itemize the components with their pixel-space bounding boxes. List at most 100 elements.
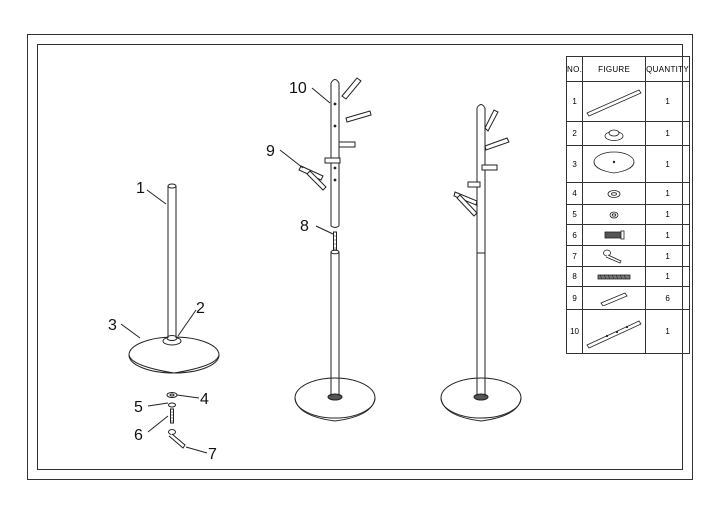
row-no: 7 xyxy=(565,245,584,267)
hook-part9 xyxy=(324,157,341,164)
pole-hole xyxy=(333,166,337,170)
row-no: 4 xyxy=(565,182,584,205)
row-no: 8 xyxy=(565,266,584,287)
table-row: 2 1 xyxy=(565,121,690,146)
key-part7-handle xyxy=(168,433,186,449)
step3-hook xyxy=(484,109,499,132)
table-row: 3 1 xyxy=(565,145,690,183)
row-qty: 1 xyxy=(645,145,690,183)
callout-6: 6 xyxy=(134,427,143,444)
figure-nut xyxy=(609,211,619,218)
header-quantity: QUANTITY xyxy=(645,56,690,82)
leader-5 xyxy=(147,402,169,407)
base-disc-edge xyxy=(128,354,220,374)
row-qty: 1 xyxy=(645,224,690,246)
row-qty: 1 xyxy=(645,309,690,354)
hook-part9 xyxy=(341,77,362,100)
callout-1: 1 xyxy=(136,180,145,197)
leader-9 xyxy=(279,149,304,169)
figure-upper-pole xyxy=(586,319,642,349)
parts-table-header: NO. FIGURE QUANTITY xyxy=(565,56,690,82)
bolt-thread xyxy=(170,411,174,422)
pole-hole xyxy=(333,178,337,182)
parts-table: NO. FIGURE QUANTITY 1 1 2 1 3 xyxy=(565,56,690,354)
pole-hole xyxy=(333,102,337,106)
figure-key xyxy=(603,249,622,264)
row-no: 9 xyxy=(565,286,584,310)
callout-10: 10 xyxy=(289,80,307,97)
step3-finished-coat-rack xyxy=(440,104,522,422)
hook-part9 xyxy=(345,110,372,123)
step3-hook xyxy=(481,164,498,171)
upper-pole-top xyxy=(330,79,340,84)
row-qty: 1 xyxy=(645,204,690,225)
leader-6 xyxy=(147,415,169,433)
outer-frame xyxy=(27,34,693,480)
figure-bolt xyxy=(604,230,625,240)
row-no: 2 xyxy=(565,121,584,146)
row-figure xyxy=(582,182,647,205)
row-no: 10 xyxy=(565,309,584,354)
leader-4 xyxy=(176,394,200,399)
callout-3: 3 xyxy=(108,317,117,334)
step3-hook xyxy=(456,194,478,217)
table-row: 7 1 xyxy=(565,245,690,267)
row-figure xyxy=(582,266,647,287)
row-figure xyxy=(582,224,647,246)
connector-thread xyxy=(333,235,337,249)
washer-part4 xyxy=(166,392,178,398)
row-figure xyxy=(582,245,647,267)
row-no: 1 xyxy=(565,81,584,122)
row-qty: 1 xyxy=(645,81,690,122)
leader-7 xyxy=(185,446,208,454)
callout-9: 9 xyxy=(266,143,275,160)
row-figure xyxy=(582,145,647,183)
nut-part5 xyxy=(168,402,176,408)
figure-base-disc xyxy=(593,151,635,174)
step2-base-edge xyxy=(294,397,376,422)
leader-2 xyxy=(177,309,197,337)
callout-8: 8 xyxy=(300,218,309,235)
table-row: 1 1 xyxy=(565,81,690,122)
leader-10 xyxy=(311,87,331,104)
figure-connector-screw xyxy=(597,274,631,279)
pole-hole xyxy=(333,124,337,128)
callout-2: 2 xyxy=(196,300,205,317)
key-part7-ring xyxy=(168,429,176,435)
row-figure xyxy=(582,286,647,310)
table-row: 5 1 xyxy=(565,204,690,225)
row-no: 3 xyxy=(565,145,584,183)
leader-3 xyxy=(120,323,141,339)
row-figure xyxy=(582,81,647,122)
upper-pole-bottom xyxy=(330,225,340,228)
figure-hook xyxy=(600,292,628,306)
step2-hub xyxy=(327,393,343,401)
row-figure xyxy=(582,204,647,225)
step3-pole-top xyxy=(476,104,486,109)
table-row: 8 1 xyxy=(565,266,690,287)
table-row: 6 1 xyxy=(565,224,690,246)
header-no: NO. xyxy=(565,56,584,82)
row-no: 6 xyxy=(565,224,584,246)
step2-lower-pole-top xyxy=(330,249,340,255)
table-row: 9 6 xyxy=(565,286,690,310)
row-figure xyxy=(582,309,647,354)
figure-pole xyxy=(586,88,642,117)
washer-hole xyxy=(169,393,175,397)
row-qty: 1 xyxy=(645,121,690,146)
hook-part9 xyxy=(338,141,356,148)
callout-5: 5 xyxy=(134,399,143,416)
step2-upper-pole-assembly xyxy=(279,77,376,422)
hub-top xyxy=(166,335,178,341)
callout-7: 7 xyxy=(208,446,217,463)
step3-hook xyxy=(484,137,510,151)
leader-1 xyxy=(146,189,167,205)
header-figure: FIGURE xyxy=(582,56,647,82)
row-qty: 1 xyxy=(645,266,690,287)
row-qty: 1 xyxy=(645,245,690,267)
hook-part9 xyxy=(306,170,327,191)
table-row: 10 1 xyxy=(565,309,690,354)
table-row: 4 1 xyxy=(565,182,690,205)
figure-washer xyxy=(607,189,621,198)
